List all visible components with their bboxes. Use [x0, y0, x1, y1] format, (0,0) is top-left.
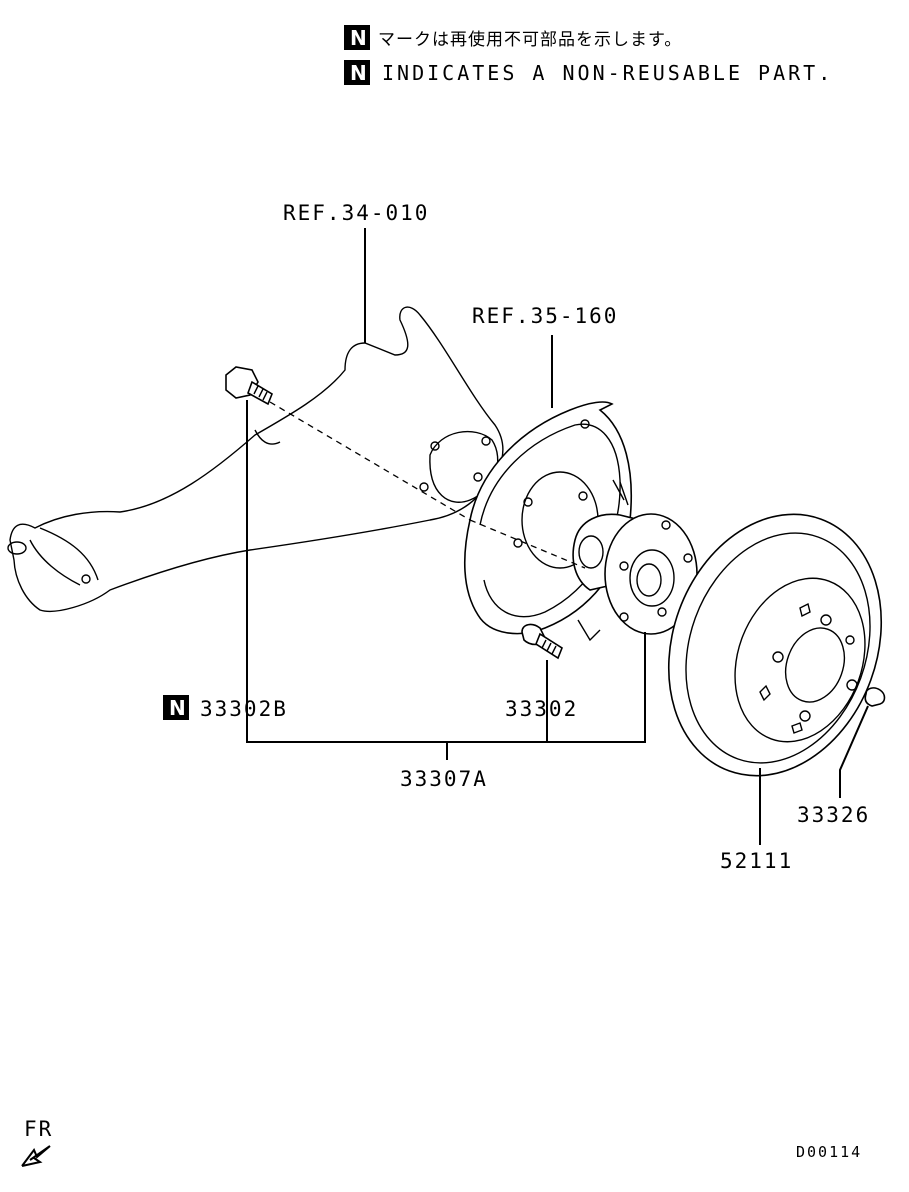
hub-pilot-bore	[636, 563, 662, 597]
rotor-stud-hole-icon	[845, 635, 855, 645]
bolt-33302b-shank	[247, 380, 273, 406]
leader-rotor-screw	[839, 705, 869, 798]
rotor-friction-ring	[685, 532, 871, 764]
mount-hole-icon	[419, 482, 429, 492]
rotor-stud-hole-icon	[846, 679, 858, 691]
trailing-arm-contour	[39, 527, 99, 581]
front-direction-arrow-icon	[21, 1145, 51, 1167]
footer: FR D00114	[21, 1117, 862, 1167]
callout-hub-bolt[interactable]: 33302	[505, 697, 578, 721]
trailing-arm-contour	[254, 429, 281, 445]
bolt-33302-thread	[541, 639, 557, 655]
wheel-stud-hole-icon	[619, 561, 629, 571]
hub-bearing-face	[578, 535, 604, 569]
bushing-hole-icon	[7, 541, 27, 555]
trailing-arm-outline	[9, 306, 504, 612]
assembly-axis-line	[269, 401, 471, 521]
callout-marker-letter: N	[169, 696, 186, 720]
leader-lines	[246, 228, 869, 845]
mount-hole-icon	[473, 472, 483, 482]
wheel-stud-hole-icon	[619, 612, 629, 622]
legend-marker-letter: N	[350, 61, 367, 85]
bolt-33302b-thread	[253, 385, 268, 401]
mount-hole-icon	[513, 538, 523, 548]
rotor-stud-hole-icon	[820, 614, 832, 626]
rotor-vent-icon	[791, 722, 803, 734]
non-reusable-marker-icon	[163, 695, 189, 720]
callouts: REF.34-010 REF.35-160 N 33302B 33302 333…	[163, 201, 870, 873]
callout-ref-backplate[interactable]: REF.35-160	[472, 304, 618, 328]
callout-hub-assembly[interactable]: 33307A	[400, 767, 488, 791]
assembly-axis-line	[469, 519, 586, 569]
mount-hole-icon	[430, 441, 440, 451]
trailing-arm-drawing	[7, 306, 504, 612]
hub-assembly-drawing	[572, 479, 698, 642]
hub-pilot-ring	[629, 549, 675, 607]
non-reusable-marker-icon	[344, 60, 370, 85]
rotor-vent-icon	[759, 684, 771, 702]
backing-plate-inner-rim	[479, 423, 621, 618]
mount-hole-icon	[523, 497, 533, 507]
callout-ref-knuckle[interactable]: REF.34-010	[283, 201, 429, 225]
rotor-stud-hole-icon	[799, 710, 811, 722]
diagram-code: D00114	[796, 1143, 862, 1161]
mount-hole-icon	[578, 491, 588, 501]
callout-bolt-33302b[interactable]: 33302B	[200, 697, 288, 721]
front-direction-label: FR	[24, 1117, 53, 1141]
legend-en-text: INDICATES A NON-REUSABLE PART.	[382, 61, 833, 85]
legend-marker-letter: N	[350, 26, 367, 50]
non-reusable-marker-icon	[344, 25, 370, 50]
legend: N マークは再使用不可部品を示します。 N INDICATES A NON-RE…	[344, 25, 833, 85]
rotor-hat	[734, 577, 866, 743]
fasteners	[225, 366, 886, 707]
mount-hole-icon	[481, 436, 491, 446]
screw-33326	[864, 687, 886, 707]
hub-bracket-line	[612, 479, 629, 506]
mount-hole-icon	[580, 419, 590, 429]
rotor-vent-icon	[799, 602, 811, 618]
trailing-arm-contour	[29, 539, 81, 586]
rotor-stud-hole-icon	[772, 651, 784, 663]
wheel-stud-hole-icon	[657, 607, 667, 617]
wheel-stud-hole-icon	[661, 520, 671, 530]
legend-jp-text: マークは再使用不可部品を示します。	[378, 29, 682, 50]
brake-rotor-drawing	[667, 513, 883, 777]
rotor-outer-edge	[667, 513, 883, 777]
hub-bracket-line	[577, 619, 601, 642]
callout-brake-rotor[interactable]: 52111	[720, 849, 793, 873]
callout-rotor-screw[interactable]: 33326	[797, 803, 870, 827]
mount-hole-icon	[81, 574, 91, 584]
wheel-stud-hole-icon	[683, 553, 693, 563]
rotor-center-bore	[784, 627, 846, 703]
